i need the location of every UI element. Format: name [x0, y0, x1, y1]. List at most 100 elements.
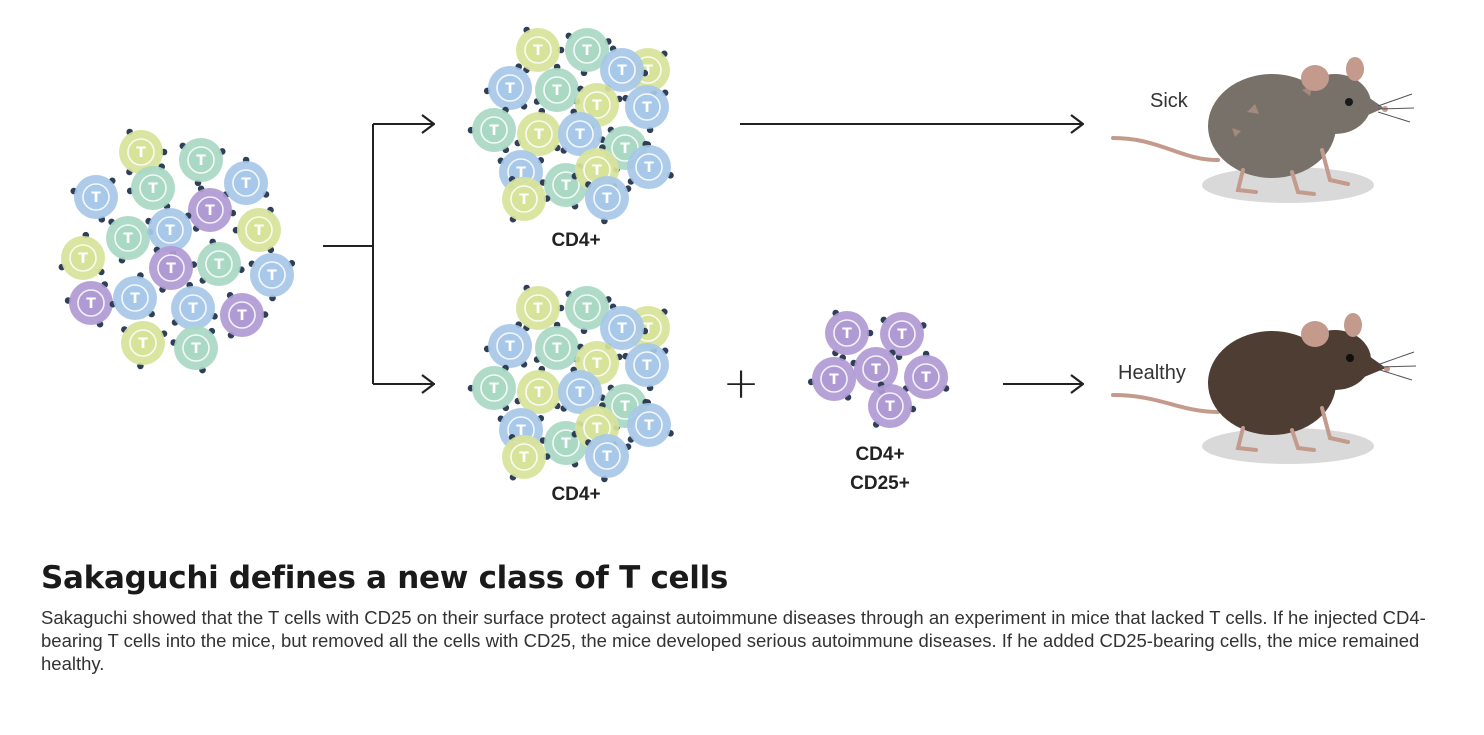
caption-body: Sakaguchi showed that the T cells with C… [41, 607, 1426, 674]
cell-nucleus [228, 301, 256, 329]
cell-nucleus [552, 429, 580, 457]
cell-letter: T [519, 192, 529, 208]
label-sick: Sick [1150, 90, 1189, 112]
plus-sign: + [723, 358, 760, 409]
cell-nucleus [912, 363, 940, 391]
cell-nucleus [187, 146, 215, 174]
cell-nucleus [573, 294, 601, 322]
t-cell: T [585, 434, 632, 483]
t-cell: T [533, 321, 581, 370]
cell-letter: T [842, 326, 852, 342]
cell-letter: T [533, 301, 543, 317]
t-cell: T [106, 216, 154, 264]
cell-nucleus [635, 153, 663, 181]
t-cell: T [627, 140, 674, 189]
cell-letter: T [561, 178, 571, 194]
cell-letter: T [871, 362, 881, 378]
cell-letter: T [617, 321, 627, 337]
t-cell: T [179, 138, 226, 187]
t-cell: T [232, 206, 281, 254]
t-cell: T [627, 398, 674, 447]
t-cell: T [502, 176, 551, 223]
cell-nucleus [573, 36, 601, 64]
cell-nucleus [633, 93, 661, 121]
t-cell: T [220, 292, 269, 339]
cell-letter: T [643, 321, 653, 337]
cell-letter: T [592, 163, 602, 179]
cell-letter: T [602, 191, 612, 207]
cell-nucleus [196, 196, 224, 224]
cell-letter: T [561, 436, 571, 452]
t-cell: T [902, 350, 950, 399]
t-cell: T [514, 365, 561, 414]
cell-letter: T [644, 418, 654, 434]
label-cd4-cd25-line2: CD25+ [850, 473, 910, 494]
cell-letter: T [214, 257, 224, 273]
t-cell: T [600, 303, 649, 350]
cell-nucleus [179, 294, 207, 322]
t-cell: T [516, 26, 565, 74]
cell-letter: T [516, 165, 526, 181]
cell-letter: T [921, 370, 931, 386]
cell-letter: T [86, 296, 96, 312]
cell-letter: T [91, 190, 101, 206]
cell-nucleus [156, 216, 184, 244]
cell-nucleus [524, 294, 552, 322]
cell-letter: T [254, 223, 264, 239]
t-cell: T [188, 185, 237, 232]
cell-nucleus [888, 320, 916, 348]
cell-letter: T [642, 100, 652, 116]
cell-letter: T [505, 81, 515, 97]
cell-letter: T [489, 123, 499, 139]
label-cd4-cd25-line1: CD4+ [855, 444, 904, 465]
cell-letter: T [138, 336, 148, 352]
cell-nucleus [525, 120, 553, 148]
cell-letter: T [505, 339, 515, 355]
t-cell: T [109, 272, 157, 320]
cell-letter: T [237, 308, 247, 324]
t-cell: T [807, 354, 856, 401]
cell-nucleus [205, 250, 233, 278]
cell-nucleus [525, 378, 553, 406]
t-cell: T [600, 45, 649, 92]
cell-letter: T [516, 423, 526, 439]
cell-letter: T [196, 153, 206, 169]
cell-letter: T [130, 291, 140, 307]
cell-letter: T [148, 181, 158, 197]
t-cell: T [171, 281, 218, 330]
cell-nucleus [566, 378, 594, 406]
t-cell: T [622, 343, 669, 392]
t-cell: T [222, 156, 270, 205]
cell-letter: T [885, 399, 895, 415]
cell-letter: T [241, 176, 251, 192]
label-cd4-top: CD4+ [551, 230, 600, 251]
t-cell: T [850, 347, 898, 395]
label-healthy: Healthy [1118, 362, 1186, 384]
cell-letter: T [136, 145, 146, 161]
cell-nucleus [608, 314, 636, 342]
cell-letter: T [552, 341, 562, 357]
t-cell: T [119, 128, 168, 176]
cell-nucleus [82, 183, 110, 211]
cell-letter: T [533, 43, 543, 59]
t-cell: T [483, 321, 532, 368]
cell-letter: T [188, 301, 198, 317]
cell-nucleus [633, 351, 661, 379]
t-cell: T [483, 63, 532, 110]
cell-letter: T [519, 450, 529, 466]
t-cell: T [126, 163, 175, 210]
t-cell: T [502, 434, 551, 481]
cell-nucleus [127, 138, 155, 166]
cell-letter: T [534, 127, 544, 143]
cell-nucleus [182, 334, 210, 362]
cell-letter: T [602, 449, 612, 465]
cell-letter: T [829, 372, 839, 388]
cell-nucleus [510, 443, 538, 471]
cell-nucleus [232, 169, 260, 197]
cell-nucleus [480, 116, 508, 144]
cell-letter: T [582, 43, 592, 59]
cell-nucleus [543, 334, 571, 362]
cell-letter: T [165, 223, 175, 239]
